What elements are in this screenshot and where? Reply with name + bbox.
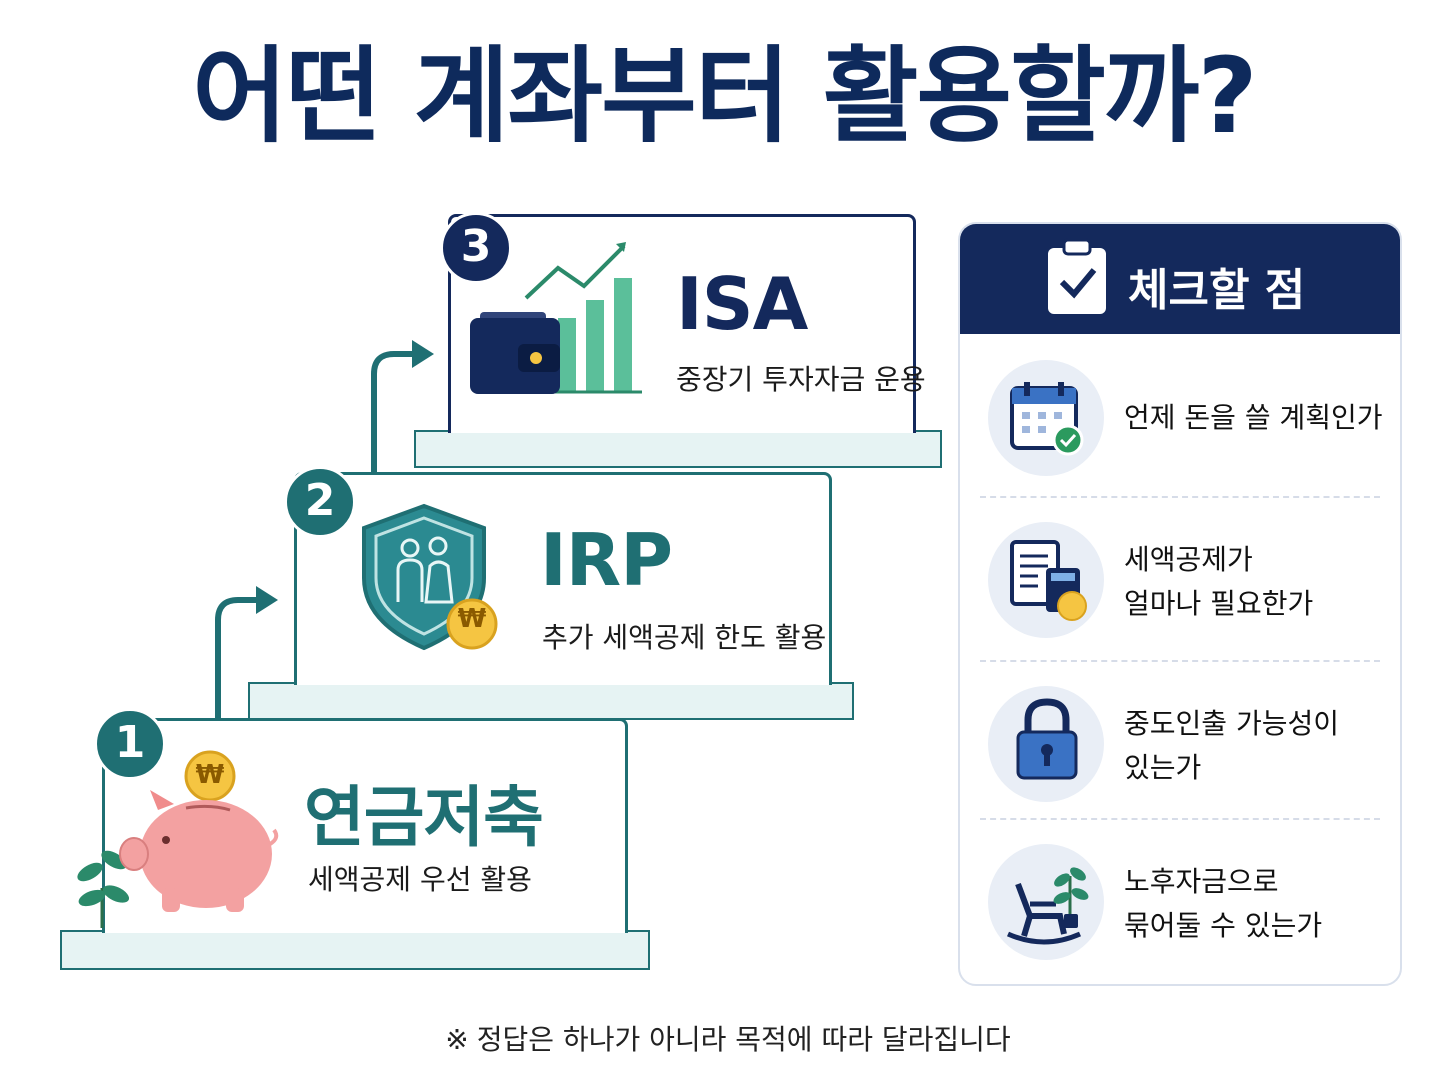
check-item-4-text: 노후자금으로 묶어둘 수 있는가 bbox=[1124, 860, 1322, 948]
step-1-number: 1 bbox=[94, 708, 166, 780]
check-item-3-line2: 있는가 bbox=[1124, 751, 1202, 784]
piggy-coin-symbol: ₩ bbox=[195, 760, 225, 790]
checklist-divider bbox=[980, 496, 1380, 498]
clipboard-check-icon bbox=[1048, 238, 1106, 314]
check-item-2: 세액공제가 얼마나 필요한가 bbox=[960, 502, 1400, 662]
checklist-divider bbox=[980, 818, 1380, 820]
shield-seniors-icon bbox=[362, 503, 498, 651]
footnote-text: 정답은 하나가 아니라 목적에 따라 달라집니다 bbox=[476, 1023, 1011, 1056]
arrow-1-to-2 bbox=[215, 586, 278, 720]
step-2-base bbox=[248, 682, 854, 720]
check-item-4: 노후자금으로 묶어둘 수 있는가 bbox=[960, 824, 1400, 984]
step-1-desc: 세액공제 우선 활용 bbox=[308, 863, 532, 896]
step-3-desc: 중장기 투자자금 운용 bbox=[676, 363, 926, 396]
check-item-3: 중도인출 가능성이 있는가 bbox=[960, 666, 1400, 826]
check-item-2-line1: 세액공제가 bbox=[1124, 543, 1253, 576]
step-2-number: 2 bbox=[284, 466, 356, 538]
step-3-base bbox=[414, 430, 942, 468]
page-title: 어떤 계좌부터 활용할까? bbox=[192, 35, 1258, 157]
lock-icon bbox=[1016, 698, 1078, 780]
footnote: ※정답은 하나가 아니라 목적에 따라 달라집니다 bbox=[0, 1018, 1448, 1058]
check-item-4-line1: 노후자금으로 bbox=[1124, 865, 1279, 898]
wallet-growth-icon bbox=[470, 242, 642, 394]
rocking-chair-icon bbox=[1006, 867, 1089, 945]
checklist-header: 체크할 점 bbox=[960, 224, 1400, 334]
irp-coin-symbol: ₩ bbox=[457, 604, 487, 634]
checklist-divider bbox=[980, 660, 1380, 662]
step-1-base bbox=[60, 930, 650, 970]
piggy-bank-icon bbox=[77, 750, 279, 928]
step-2-card bbox=[294, 472, 832, 685]
check-item-4-line2: 묶어둘 수 있는가 bbox=[1124, 909, 1323, 942]
checklist-panel: 체크할 점 언제 돈을 쓸 계획인가 세액공제가 bbox=[958, 222, 1402, 986]
step-3-name: ISA bbox=[676, 262, 808, 346]
step-2-desc: 추가 세액공제 한도 활용 bbox=[542, 621, 827, 654]
check-item-1: 언제 돈을 쓸 계획인가 bbox=[960, 340, 1400, 500]
check-item-1-text: 언제 돈을 쓸 계획인가 bbox=[1124, 401, 1383, 434]
document-calculator-icon bbox=[1010, 540, 1087, 621]
footnote-mark: ※ bbox=[445, 1023, 469, 1056]
check-item-3-line1: 중도인출 가능성이 bbox=[1124, 707, 1339, 740]
checklist-title: 체크할 점 bbox=[1128, 265, 1306, 316]
check-item-2-line2: 얼마나 필요한가 bbox=[1124, 587, 1314, 620]
check-item-3-text: 중도인출 가능성이 있는가 bbox=[1124, 702, 1339, 790]
check-item-2-text: 세액공제가 얼마나 필요한가 bbox=[1124, 538, 1313, 626]
step-3-number: 3 bbox=[440, 212, 512, 284]
step-1-name: 연금저축 bbox=[304, 779, 544, 856]
arrow-2-to-3 bbox=[371, 340, 434, 474]
calendar-icon bbox=[1010, 382, 1084, 456]
step-2-name: IRP bbox=[540, 518, 673, 602]
